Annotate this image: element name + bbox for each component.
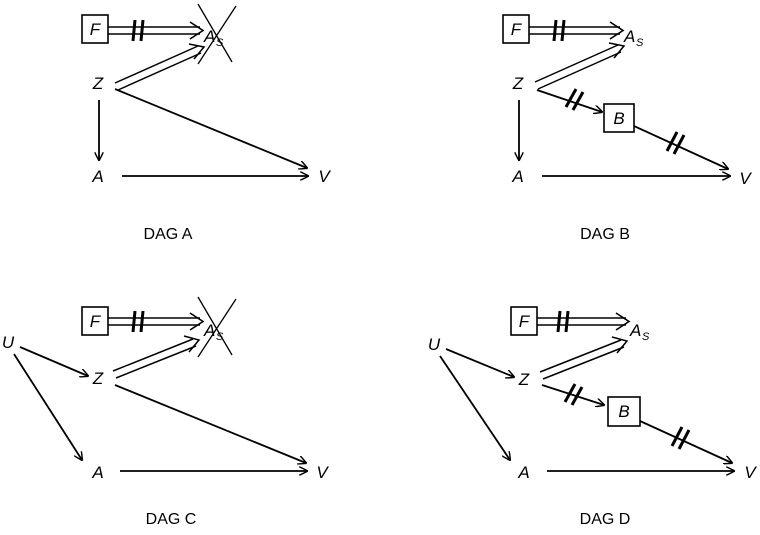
- edge-z-to-as: [534, 42, 626, 90]
- node-as-subscript: S: [216, 331, 224, 343]
- node-f-box: [81, 14, 109, 44]
- node-b-box: [603, 103, 635, 133]
- panel-dag-b: F A S Z B A V: [502, 14, 752, 243]
- node-as-label: A: [623, 27, 635, 46]
- severed-mark: [139, 310, 145, 333]
- node-z-label: Z: [518, 370, 530, 389]
- node-as-label: A: [629, 321, 641, 340]
- edge-b-to-v: [633, 125, 728, 169]
- node-f-box: [510, 306, 538, 336]
- caption-dag-d: DAG D: [580, 511, 631, 528]
- panel-dag-a: F A S Z A V DAG A: [81, 3, 331, 243]
- severed-mark: [563, 383, 577, 403]
- deleted-cross: [197, 296, 237, 358]
- edge-u-to-a: [13, 353, 82, 460]
- node-f-label: F: [519, 312, 531, 331]
- severed-mark: [131, 310, 137, 333]
- node-as-subscript: S: [636, 37, 644, 49]
- edge-z-to-as: [539, 336, 629, 380]
- node-u-label: U: [428, 335, 441, 354]
- panel-dag-c: F A S U Z A V DAG C: [2, 296, 329, 528]
- node-v-label: V: [744, 463, 757, 482]
- edge-z-to-as: [114, 43, 206, 91]
- severed-mark: [131, 19, 137, 42]
- edge-z-to-b: [541, 383, 604, 406]
- edge-b-to-v: [639, 420, 732, 463]
- node-b-label: B: [613, 109, 624, 128]
- edge-u-to-a: [439, 355, 510, 460]
- node-b-label: B: [618, 402, 629, 421]
- node-a-label: A: [517, 463, 529, 482]
- node-f-label: F: [90, 20, 102, 39]
- panel-dag-d: F A S U Z B A: [428, 306, 757, 528]
- severed-mark: [552, 19, 558, 42]
- severed-mark: [665, 131, 679, 152]
- node-v-label: V: [318, 167, 331, 186]
- caption-dag-a: DAG A: [144, 226, 193, 243]
- edge-z-to-v: [114, 384, 306, 463]
- node-z-label: Z: [512, 74, 524, 93]
- severed-mark: [672, 134, 686, 155]
- deleted-cross: [197, 3, 237, 65]
- caption-dag-b: DAG B: [580, 226, 630, 243]
- node-as-subscript: S: [642, 331, 650, 343]
- node-v-label: V: [316, 463, 329, 482]
- severed-mark: [571, 91, 585, 111]
- node-u-label: U: [2, 333, 15, 352]
- edge-f-to-as: [108, 310, 205, 333]
- edge-z-to-b: [536, 88, 602, 112]
- severed-mark: [560, 19, 566, 42]
- node-z-label: Z: [92, 74, 104, 93]
- node-f-box: [502, 14, 530, 44]
- node-a-label: A: [91, 167, 103, 186]
- severed-mark: [564, 310, 570, 333]
- node-f-label: F: [511, 20, 523, 39]
- edge-u-to-z: [445, 348, 514, 377]
- edge-z-to-as: [112, 335, 201, 379]
- severed-mark: [677, 429, 691, 450]
- node-z-label: Z: [92, 369, 104, 388]
- node-v-label: V: [739, 169, 752, 188]
- severed-mark: [556, 310, 562, 333]
- node-f-box: [81, 306, 109, 336]
- node-a-label: A: [91, 463, 103, 482]
- edge-f-to-as: [537, 310, 631, 333]
- severed-mark: [139, 19, 145, 42]
- severed-mark: [670, 426, 684, 447]
- node-b-box: [607, 396, 641, 427]
- edge-u-to-z: [19, 346, 88, 376]
- edge-f-to-as: [529, 19, 625, 42]
- node-a-label: A: [511, 167, 523, 186]
- node-as-subscript: S: [216, 37, 224, 49]
- severed-mark: [564, 88, 578, 108]
- node-f-label: F: [90, 312, 102, 331]
- severed-mark: [570, 386, 584, 406]
- edge-f-to-as: [108, 19, 205, 42]
- caption-dag-c: DAG C: [146, 511, 197, 528]
- edge-z-to-v: [114, 88, 307, 168]
